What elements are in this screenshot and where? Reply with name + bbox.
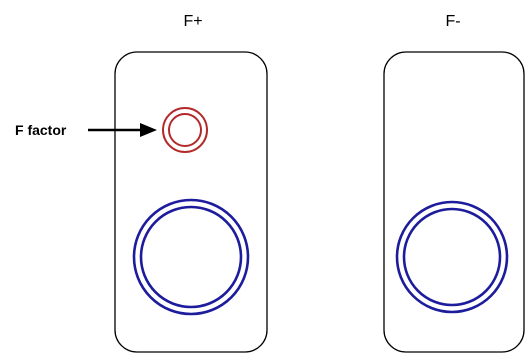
f-factor-inner-ring <box>169 114 201 146</box>
f-factor-annotation: F factor <box>15 122 157 138</box>
cell-f-minus: F- <box>384 13 524 352</box>
cell-f-plus: F+ <box>115 13 267 352</box>
f-factor-plasmid <box>163 108 207 152</box>
f-factor-arrow-head <box>140 123 157 137</box>
chromosome-f-plus <box>134 200 248 314</box>
chromosome-f-plus-inner-ring <box>141 207 241 307</box>
cell-f-minus-title: F- <box>445 13 460 30</box>
chromosome-f-minus-outer-ring <box>397 202 507 312</box>
chromosome-f-plus-outer-ring <box>134 200 248 314</box>
cell-f-plus-title: F+ <box>183 13 202 30</box>
f-factor-label: F factor <box>15 122 67 138</box>
chromosome-f-minus-inner-ring <box>404 209 500 305</box>
chromosome-f-minus <box>397 202 507 312</box>
